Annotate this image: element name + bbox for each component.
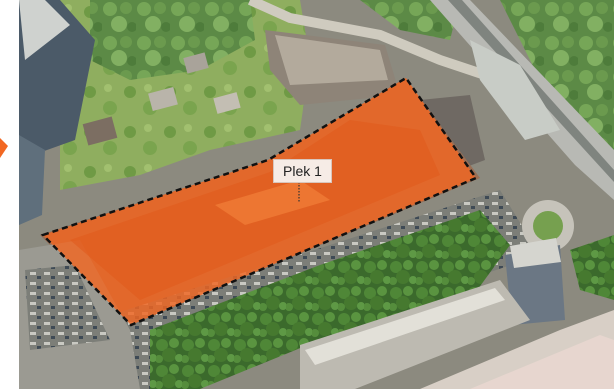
house-4 bbox=[213, 92, 241, 114]
roundabout-island bbox=[533, 211, 563, 241]
building-south-roof bbox=[305, 288, 505, 365]
house-3 bbox=[183, 52, 209, 74]
woods-east bbox=[500, 0, 614, 150]
plaza-stripe bbox=[470, 335, 614, 389]
neighbouring-marker bbox=[0, 138, 8, 158]
plot-courtyard bbox=[215, 180, 330, 225]
tower-south-east-roof bbox=[510, 238, 561, 268]
tree-canopy-south bbox=[150, 210, 510, 389]
parking-south-west bbox=[25, 265, 110, 350]
building-left-slab-roof bbox=[19, 0, 70, 60]
building-north-east bbox=[420, 95, 485, 175]
building-left-low bbox=[19, 135, 45, 225]
tree-belt-top bbox=[90, 0, 255, 80]
house-1 bbox=[82, 116, 118, 146]
building-top-centre-roof bbox=[275, 35, 388, 85]
left-margin bbox=[0, 0, 19, 389]
house-2 bbox=[148, 86, 178, 112]
woods-north-east bbox=[360, 0, 460, 40]
hedge-east bbox=[570, 235, 614, 300]
station-canopy bbox=[470, 40, 560, 140]
plot-label: Plek 1 bbox=[273, 159, 332, 183]
